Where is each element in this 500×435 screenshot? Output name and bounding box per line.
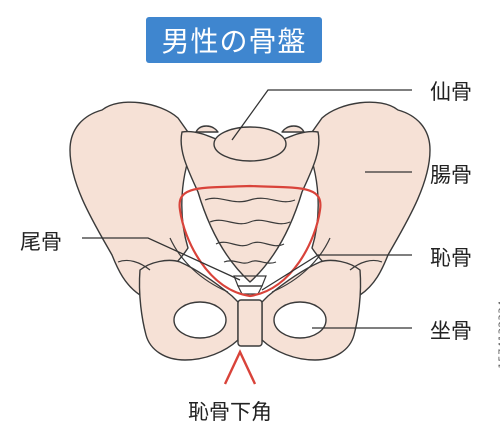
label-coccyx: 尾骨 — [20, 230, 62, 254]
leader-sacrum — [231, 89, 412, 141]
title-banner: 男性の骨盤 — [146, 17, 322, 63]
label-ilium: 腸骨 — [430, 163, 472, 187]
pelvic-inlet-highlight — [178, 184, 322, 298]
leader-coccyx — [82, 237, 241, 281]
subpubic-angle-marker — [223, 349, 257, 385]
right-obturator-foramen — [273, 301, 327, 339]
label-subpubic-angle: 恥骨下角 — [188, 400, 272, 424]
sacral-wing-right — [281, 125, 305, 133]
sacral-base — [213, 126, 287, 162]
label-pubis: 恥骨 — [430, 246, 472, 270]
left-obturator-foramen — [173, 301, 227, 339]
leader-pubis — [261, 254, 412, 291]
label-ischium: 坐骨 — [430, 319, 472, 343]
pubic-symphysis — [237, 299, 263, 347]
sacral-wing-left — [195, 125, 219, 133]
label-sacrum: 仙骨 — [430, 80, 472, 104]
diagram-title: 男性の骨盤 — [161, 25, 307, 58]
